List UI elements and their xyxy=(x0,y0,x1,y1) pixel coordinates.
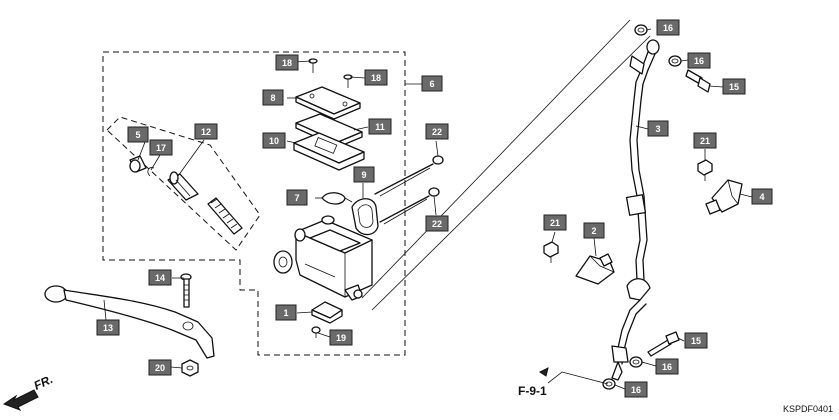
callout-22a: 22 xyxy=(425,123,449,140)
callout-14: 14 xyxy=(148,269,172,286)
piston-bushing xyxy=(129,155,147,173)
circlip xyxy=(147,167,155,177)
callout-4: 4 xyxy=(751,188,773,205)
sealing-washer-16d xyxy=(602,378,616,390)
svg-text:22: 22 xyxy=(432,219,442,229)
callout-15b: 15 xyxy=(684,332,708,349)
hose-clamp-4 xyxy=(705,179,743,215)
hose-clamp-bolt-21b xyxy=(697,159,713,181)
leader-lines xyxy=(103,19,753,390)
svg-text:16: 16 xyxy=(694,56,704,66)
svg-text:4: 4 xyxy=(759,192,764,202)
svg-text:16: 16 xyxy=(662,362,672,372)
svg-text:13: 13 xyxy=(103,323,113,333)
callout-18b: 18 xyxy=(364,69,388,86)
master-cylinder-assembly-outline xyxy=(102,51,406,356)
callout-19: 19 xyxy=(329,329,353,346)
oil-bolt-15b xyxy=(647,331,680,357)
callout-9: 9 xyxy=(353,166,375,183)
svg-text:1: 1 xyxy=(283,308,288,318)
callout-10: 10 xyxy=(262,132,286,149)
callout-7: 7 xyxy=(286,189,308,206)
svg-text:19: 19 xyxy=(336,333,346,343)
front-direction-label: FR. xyxy=(32,372,55,393)
switch-screw xyxy=(311,326,321,338)
callout-5: 5 xyxy=(127,126,149,143)
piston xyxy=(167,171,199,201)
brake-lever xyxy=(44,285,215,359)
diaphragm xyxy=(293,132,365,171)
callout-11: 11 xyxy=(368,118,392,135)
svg-text:17: 17 xyxy=(156,143,166,153)
brake-light-switch xyxy=(311,301,343,324)
svg-text:2: 2 xyxy=(591,226,596,236)
callout-13: 13 xyxy=(96,319,120,336)
svg-text:15: 15 xyxy=(729,82,739,92)
svg-text:3: 3 xyxy=(655,124,660,134)
callout-22b: 22 xyxy=(425,215,449,232)
section-reference: F-9-1 xyxy=(518,384,547,398)
oil-bolt-15a xyxy=(685,69,711,93)
svg-text:6: 6 xyxy=(429,79,434,89)
callout-18a: 18 xyxy=(275,54,299,71)
pivot-nut xyxy=(181,359,199,377)
svg-text:21: 21 xyxy=(700,136,710,146)
svg-text:10: 10 xyxy=(269,136,279,146)
callout-2: 2 xyxy=(583,222,605,239)
piston-kit-outline xyxy=(106,116,261,251)
callout-16c: 16 xyxy=(655,358,679,375)
callout-16b: 16 xyxy=(687,52,711,69)
reservoir-cap xyxy=(295,86,361,120)
svg-text:18: 18 xyxy=(282,58,292,68)
diagram-ref-code: KSPDF0401 xyxy=(783,404,833,414)
callout-20: 20 xyxy=(148,359,172,376)
svg-text:8: 8 xyxy=(270,93,275,103)
callout-1: 1 xyxy=(275,304,297,321)
svg-text:16: 16 xyxy=(663,23,673,33)
callout-16d: 16 xyxy=(624,381,648,398)
callout-6: 6 xyxy=(421,75,443,92)
svg-text:18: 18 xyxy=(371,73,381,83)
svg-text:14: 14 xyxy=(155,273,165,283)
callout-21b: 21 xyxy=(693,132,717,149)
hose-clamp-2 xyxy=(575,253,615,285)
master-cylinder-holder xyxy=(351,198,379,236)
callout-21a: 21 xyxy=(543,214,567,231)
svg-text:12: 12 xyxy=(201,127,211,137)
svg-text:9: 9 xyxy=(361,170,366,180)
svg-text:21: 21 xyxy=(550,218,560,228)
svg-text:20: 20 xyxy=(155,363,165,373)
brake-hose xyxy=(611,39,660,381)
front-direction-arrow: FR. xyxy=(2,372,55,412)
pivot-bolt xyxy=(180,273,192,308)
sealing-washer-16c xyxy=(629,356,643,368)
callout-3: 3 xyxy=(647,120,669,137)
hose-clamp-bolt-21a xyxy=(543,241,559,263)
svg-text:16: 16 xyxy=(631,385,641,395)
svg-text:22: 22 xyxy=(432,127,442,137)
pushrod-boot xyxy=(321,192,353,205)
callout-16a: 16 xyxy=(656,19,680,36)
sealing-washer-16b xyxy=(668,55,682,67)
svg-text:15: 15 xyxy=(691,336,701,346)
svg-text:11: 11 xyxy=(375,122,385,132)
callout-8: 8 xyxy=(262,89,284,106)
callout-17: 17 xyxy=(149,139,173,156)
sealing-washer-16a xyxy=(634,24,648,36)
svg-text:7: 7 xyxy=(294,193,299,203)
svg-text:5: 5 xyxy=(135,130,140,140)
callout-12: 12 xyxy=(194,123,218,140)
master-cylinder-body xyxy=(273,215,373,301)
callout-15a: 15 xyxy=(722,78,746,95)
piston-spring xyxy=(207,197,243,235)
